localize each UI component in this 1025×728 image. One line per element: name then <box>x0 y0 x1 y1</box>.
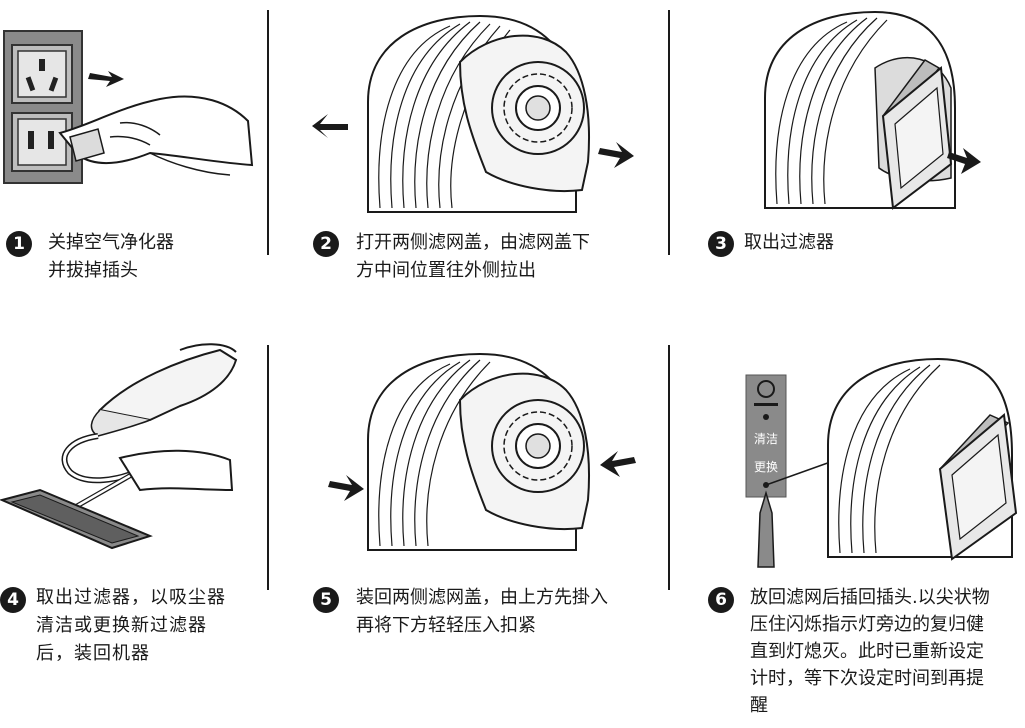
open-cover-illustration <box>312 14 634 213</box>
step-5-number: 5 <box>313 587 339 613</box>
step-5-text: 装回两侧滤网盖，由上方先掛入 再将下方轻轻压入扣紧 <box>356 587 608 636</box>
step-1-number: 1 <box>6 231 32 257</box>
step-2-number: 2 <box>313 231 339 257</box>
divider-top-right <box>668 10 670 255</box>
divider-bottom-right <box>668 345 670 590</box>
step-4-number: 4 <box>0 587 26 613</box>
indicator-label-clean: 清洁 <box>754 432 778 446</box>
vacuum-illustration <box>0 343 238 550</box>
step-3-text: 取出过滤器 <box>744 232 834 253</box>
step-4-text: 取出过滤器，以吸尘器 清洁或更换新过滤器 后，装回机器 <box>36 587 226 664</box>
reset-indicator-illustration: 清洁 更换 <box>745 357 1018 568</box>
step-6-number: 6 <box>708 587 734 613</box>
unplug-illustration <box>3 30 254 184</box>
indicator-label-replace: 更换 <box>754 460 778 474</box>
remove-filter-illustration <box>764 10 981 210</box>
reinstall-cover-illustration <box>328 352 636 551</box>
step-6-text: 放回滤网后插回插头.以尖状物 压住闪烁指示灯旁边的复归健 直到灯熄灭。此时已重新… <box>750 587 990 716</box>
step-1-text: 关掉空气净化器 并拔掉插头 <box>48 232 174 281</box>
divider-top-left <box>267 10 269 255</box>
step-3-number: 3 <box>708 231 734 257</box>
divider-bottom-left <box>267 345 269 590</box>
step-2-text: 打开两侧滤网盖，由滤网盖下 方中间位置往外侧拉出 <box>356 232 590 281</box>
